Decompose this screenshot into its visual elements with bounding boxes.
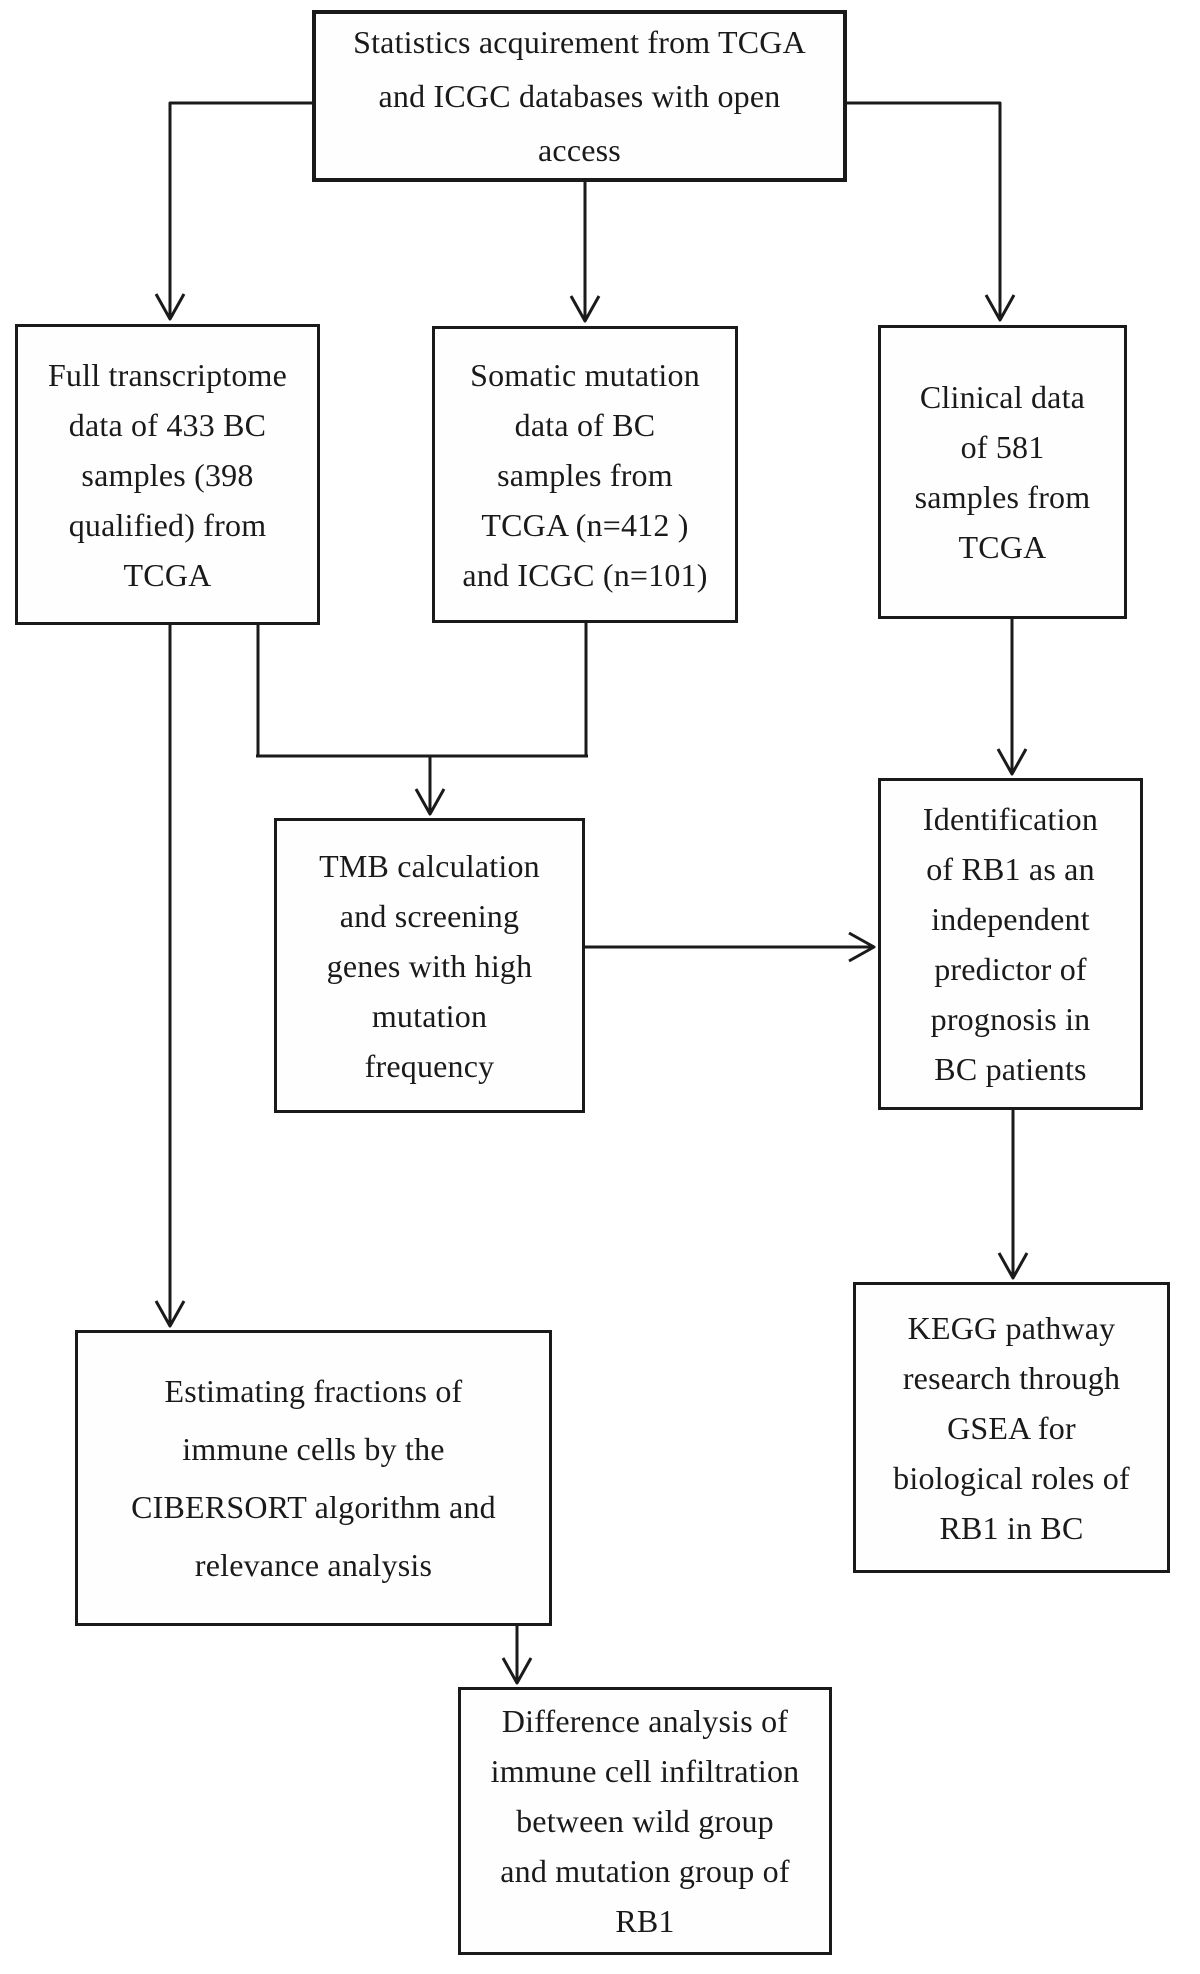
transcriptome-box-text: Full transcriptome data of 433 BC sample… <box>47 356 288 593</box>
box-clinical-data: Clinical data of 581 samples from TCGA <box>878 325 1127 619</box>
merge-transcriptome-somatic-to-tmb <box>256 622 588 816</box>
somatic-box-text: Somatic mutation data of BC samples from… <box>462 356 708 593</box>
clinical-box-text: Clinical data of 581 samples from TCGA <box>914 379 1091 565</box>
rb1-box-text: Identification of RB1 as an independent … <box>922 801 1099 1087</box>
arrow-transcriptome-to-cibersort <box>154 624 186 1328</box>
statistics-box-text: Statistics acquirement from TCGA and ICG… <box>353 24 806 168</box>
difference-box-text: Difference analysis of immune cell infil… <box>490 1703 800 1939</box>
arrow-tmb-to-rb1 <box>584 931 876 963</box>
arrow-statistics-to-somatic <box>569 181 601 323</box>
box-somatic-mutation-data: Somatic mutation data of BC samples from… <box>432 326 738 623</box>
box-kegg-gsea-research: KEGG pathway research through GSEA for b… <box>853 1282 1170 1573</box>
arrow-rb1-to-kegg <box>997 1109 1029 1280</box>
box-full-transcriptome-data: Full transcriptome data of 433 BC sample… <box>15 324 320 625</box>
box-tmb-calculation: TMB calculation and screening genes with… <box>274 818 585 1113</box>
arrow-statistics-to-clinical <box>846 101 1016 322</box>
box-cibersort-estimation: Estimating fractions of immune cells by … <box>75 1330 552 1626</box>
tmb-box-text: TMB calculation and screening genes with… <box>319 847 540 1084</box>
cibersort-box-text: Estimating fractions of immune cells by … <box>131 1373 496 1583</box>
arrow-statistics-to-transcriptome <box>154 101 313 321</box>
box-rb1-identification: Identification of RB1 as an independent … <box>878 778 1143 1110</box>
kegg-box-text: KEGG pathway research through GSEA for b… <box>893 1309 1130 1546</box>
connector-group <box>154 101 1029 1685</box>
box-immune-difference-analysis: Difference analysis of immune cell infil… <box>458 1687 832 1955</box>
arrow-clinical-to-rb1 <box>996 618 1028 776</box>
arrow-cibersort-to-difference <box>501 1625 533 1685</box>
box-statistics-acquirement: Statistics acquirement from TCGA and ICG… <box>312 10 847 182</box>
